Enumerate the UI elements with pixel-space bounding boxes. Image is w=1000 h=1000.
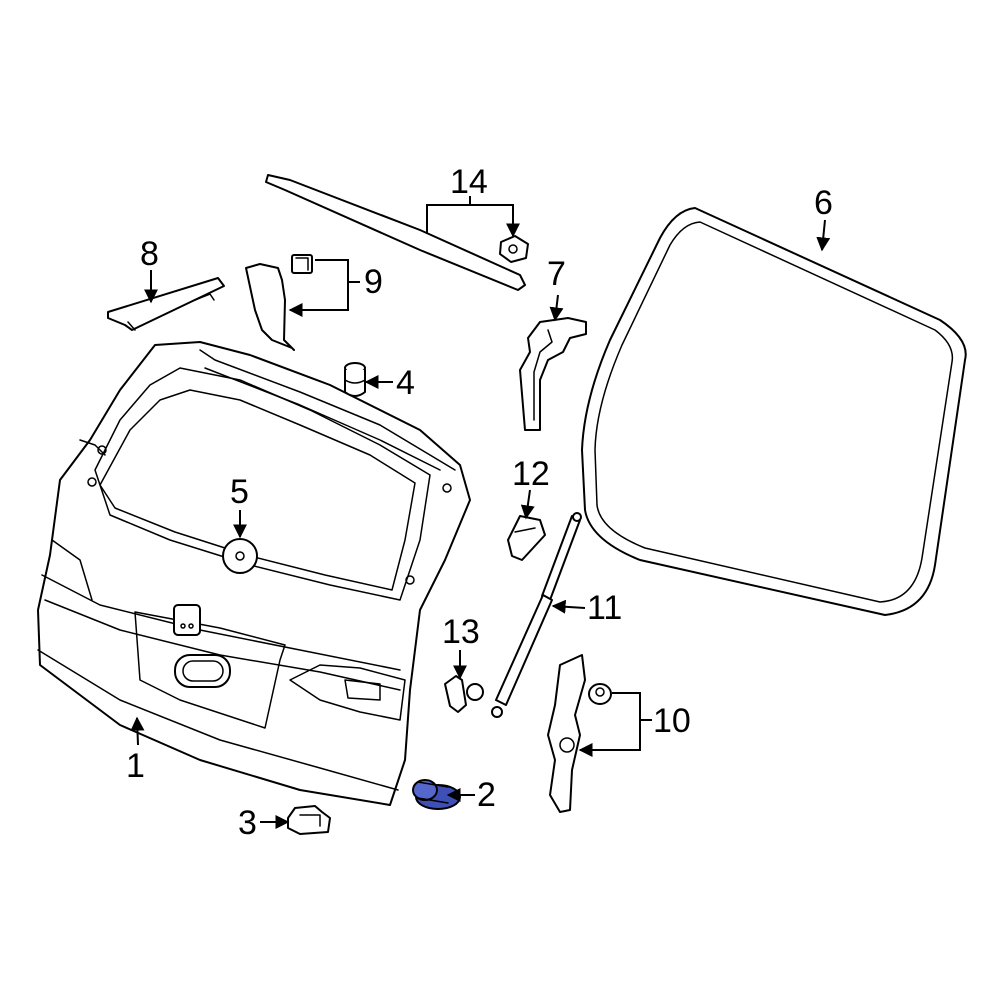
- callout-1: 1: [126, 747, 145, 785]
- gas-strut-part-11[interactable]: [491, 512, 582, 718]
- hinge-part-10[interactable]: [547, 654, 612, 813]
- liftgate-part[interactable]: [37, 341, 471, 806]
- callout-10: 10: [653, 702, 691, 740]
- grommet-part-5[interactable]: [222, 538, 258, 574]
- callout-8: 8: [140, 235, 159, 273]
- callout-12: 12: [512, 455, 550, 493]
- side-trim-part-9[interactable]: [245, 254, 313, 351]
- bumper-stop-part-4[interactable]: [344, 362, 366, 397]
- clip-part-3[interactable]: [287, 805, 331, 835]
- bracket-part-12[interactable]: [507, 515, 546, 561]
- callout-2: 2: [477, 776, 496, 814]
- callout-9: 9: [364, 263, 383, 301]
- callout-5: 5: [230, 473, 249, 511]
- weatherstrip-part-6[interactable]: [581, 207, 967, 616]
- callout-labels: 1 2 3 4 5 6 7 8 9 10 11 12 13 14: [126, 163, 833, 842]
- callout-4: 4: [396, 364, 415, 402]
- callout-13: 13: [442, 613, 480, 651]
- callout-7: 7: [547, 255, 566, 293]
- callout-11: 11: [587, 589, 622, 627]
- callout-14: 14: [450, 163, 488, 201]
- leader-lines: [130, 196, 831, 829]
- trim-part-8[interactable]: [107, 277, 225, 331]
- callout-3: 3: [238, 804, 257, 842]
- molding-part-14[interactable]: [265, 174, 529, 291]
- callout-6: 6: [814, 184, 833, 222]
- ball-stud-part-13[interactable]: [444, 675, 484, 713]
- bracket-part-7[interactable]: [519, 317, 587, 431]
